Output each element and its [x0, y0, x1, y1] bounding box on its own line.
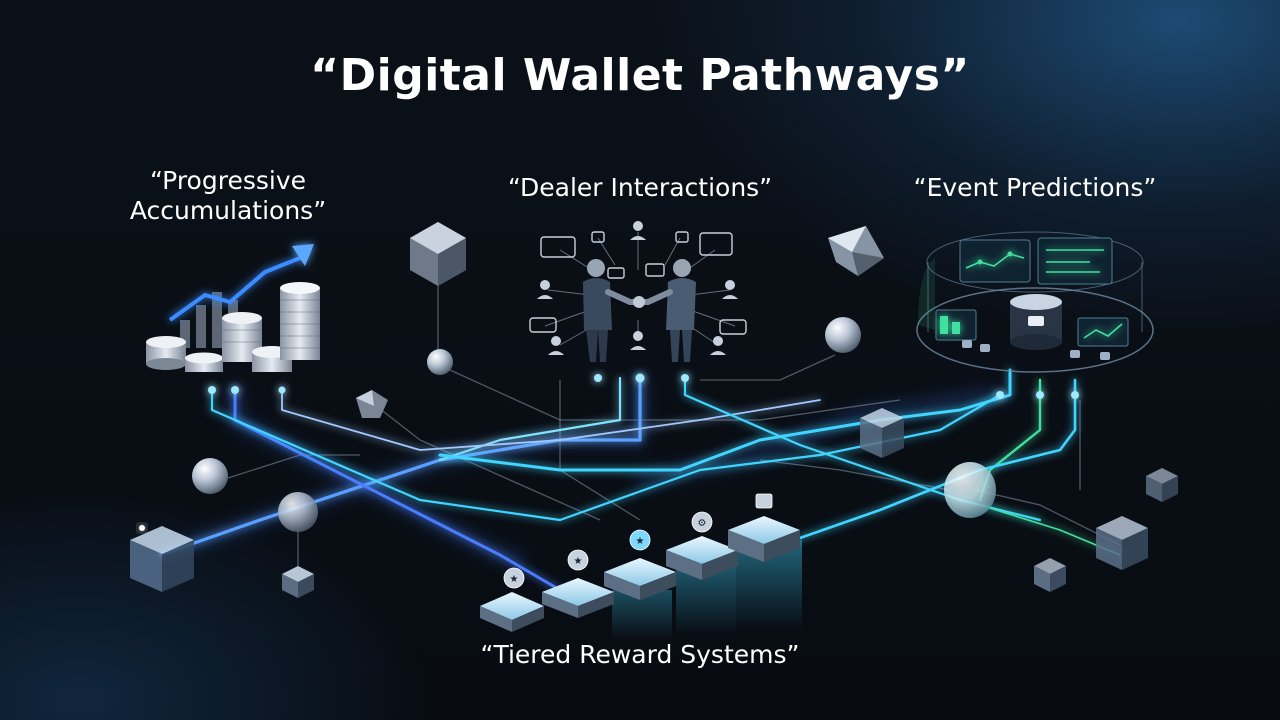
- badge-gear-icon: ⚙: [698, 518, 707, 529]
- dealer-handshake-icon: [530, 221, 746, 362]
- glass-cube-icon: [860, 408, 904, 458]
- crystal-icon: [356, 390, 388, 418]
- sphere-icon: [192, 458, 228, 494]
- badge-star-icon: ★: [574, 556, 583, 567]
- small-cube-icon: [1034, 558, 1066, 592]
- event-prediction-hologram-icon: [917, 232, 1153, 372]
- small-cube-icon: [1146, 468, 1178, 502]
- accumulation-coins-icon: [146, 244, 320, 372]
- badge-star-icon: ★: [636, 536, 645, 547]
- sphere-icon: [427, 349, 453, 375]
- glass-egg-icon: [944, 462, 996, 518]
- sphere-icon: [278, 492, 318, 532]
- octahedron-icon: [828, 226, 884, 276]
- glass-cube-icon: [130, 525, 194, 592]
- hexagon-gem-icon: [410, 222, 466, 286]
- glass-cube-icon: [1096, 516, 1148, 570]
- small-cube-icon: [282, 566, 314, 598]
- badge-star-icon: ★: [510, 574, 519, 585]
- sphere-icon: [825, 317, 861, 353]
